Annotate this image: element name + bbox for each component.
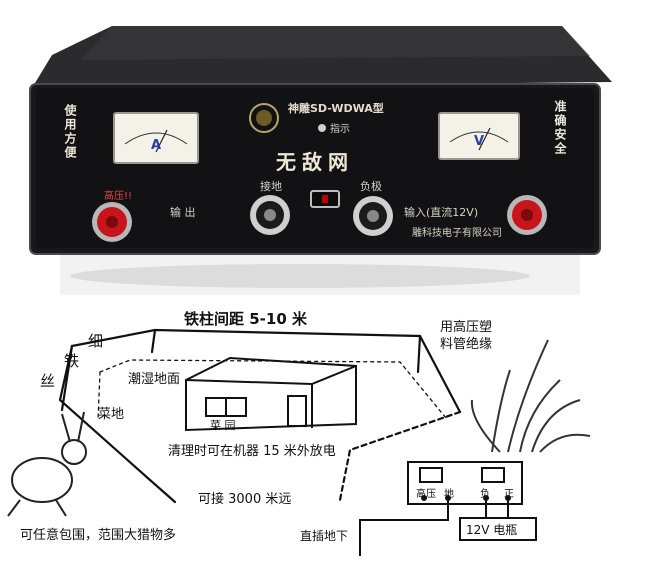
voltmeter-unit: V [473,134,485,149]
ammeter-unit: A [150,138,162,153]
label-ground: 接地 [260,180,282,193]
insulation-line-2: 料管绝缘 [440,337,493,352]
power-switch-rocker [322,195,328,203]
red-terminal-right [507,195,547,235]
fence-wire-left [58,344,152,482]
wire-label-2: 铁 [64,352,80,370]
fence-sketch [7,328,591,556]
ground-rod-note: 直插地下 [300,529,349,543]
right-side-text: 准确安全 [553,100,567,156]
cleanup-note: 清理时可在机器 15 米外放电 [168,444,336,459]
black-terminal-ground [250,195,290,235]
box-label-ground: 地 [444,489,454,500]
vegetable-field-label: 菜地 [98,407,125,422]
wire-label-3: 丝 [40,372,56,390]
company-name: 雕科技电子有限公司 [412,228,502,239]
label-negative: 负极 [360,180,382,193]
power-switch[interactable] [310,190,340,208]
brand-model: 神雕SD-WDWA型 [288,102,384,115]
eagle-emblem [249,103,279,133]
left-side-text: 使用方便 [63,104,77,160]
insulation-line-1: 用高压塑 [440,320,493,335]
rabbit-drawing [7,411,87,517]
ammeter: A [113,112,199,164]
wire-label-1: 细 [88,332,104,350]
label-indicator: 指示 [330,124,350,135]
fence-wire-top [70,328,462,414]
wet-ground-label: 潮湿地面 [128,372,181,387]
box-label-hv: 高压 [416,489,436,500]
battery-label: 12V 电瓶 [466,523,518,537]
label-output: 输 出 [170,206,196,219]
garden-house [185,356,357,432]
red-terminal-left [92,202,132,242]
box-label-negative: 负 [480,489,490,500]
product-name: 无敌网 [276,150,354,174]
indicator-lamp [318,124,326,132]
grass-drawing [470,339,591,453]
box-label-positive: 正 [504,489,514,500]
coverage-note: 可任意包围，范围大猎物多 [20,528,177,543]
ammeter-scale [124,129,188,153]
control-box-drawing [359,461,537,556]
voltmeter: V [438,112,520,160]
distance-note: 可接 3000 米远 [198,492,292,507]
black-terminal-negative [353,196,393,236]
label-input: 输入(直流12V) [404,206,479,219]
label-high-voltage: 高压!! [104,191,133,202]
voltmeter-scale [449,127,509,151]
garden-sign-label: 菜 园 [210,419,236,432]
pole-spacing-label: 铁柱间距 5-10 米 [184,310,307,328]
